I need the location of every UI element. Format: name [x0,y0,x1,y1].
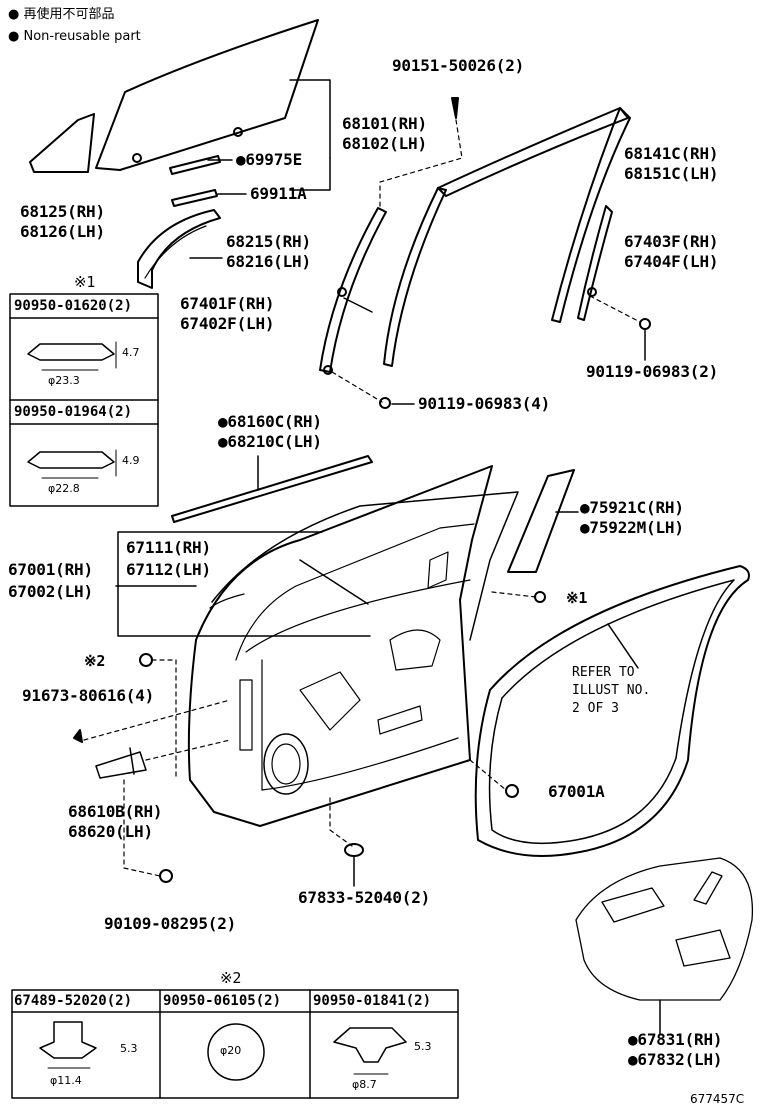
label-67001a: 67001A [548,782,605,801]
left-box-top-diameter: φ23.3 [48,374,80,387]
bottom-box-3-diameter: φ8.7 [352,1078,377,1091]
label-68610b: 68610B(RH) [68,802,163,821]
label-68620: 68620(LH) [68,822,153,841]
label-68160c: ●68160C(RH) [218,412,322,431]
left-box-note: ※1 [74,273,96,291]
bottom-box-1-diameter: φ11.4 [50,1074,82,1087]
bottom-box-1-height: 5.3 [120,1042,138,1055]
rear-run-channel [577,205,613,321]
label-68102: 68102(LH) [342,134,427,153]
front-door-panel [187,465,493,827]
bottom-box-2-diameter: φ20 [220,1044,242,1057]
legend-non-reusable-jp: ● 再使用不可部品 [8,7,115,22]
label-67401f: 67401F(RH) [180,294,275,313]
label-67111: 67111(RH) [126,538,211,557]
illustration-code: 677457C [690,1092,745,1106]
label-69975e: ●69975E [236,150,303,169]
bottom-box-2-part: 90950-06105(2) [163,993,282,1009]
label-68126: 68126(LH) [20,222,105,241]
refer-line-3: 2 OF 3 [572,701,619,716]
left-box-bottom-height: 4.9 [122,454,140,467]
label-67404f: 67404F(LH) [624,252,719,271]
label-67112: 67112(LH) [126,560,211,579]
label-75922m: ●75922M(LH) [580,518,684,537]
channel-strip-lower [171,189,218,207]
bottom-box-3-height: 5.3 [414,1040,432,1053]
refer-line-1: REFER TO [572,665,635,680]
rear-sash-vertical [551,107,631,323]
label-75921c: ●75921C(RH) [580,498,684,517]
bottom-box-note: ※2 [220,969,242,987]
label-68216: 68216(LH) [226,252,311,271]
door-weatherstrip [474,565,750,857]
label-67002: 67002(LH) [8,582,93,601]
note-1-marker: ※1 [566,589,588,607]
label-90151-50026: 90151-50026(2) [392,56,525,75]
label-90119-06983-4: 90119-06983(4) [418,394,551,413]
quarter-glass [29,113,95,173]
label-67403f: 67403F(RH) [624,232,719,251]
left-box-top-height: 4.7 [122,346,140,359]
door-frame-garnish [507,469,575,573]
left-box-top-part: 90950-01620(2) [14,298,133,314]
label-91673-80616: 91673-80616(4) [22,686,155,705]
refer-line-2: ILLUST NO. [572,683,651,698]
label-67001: 67001(RH) [8,560,93,579]
label-68101: 68101(RH) [342,114,427,133]
label-68125: 68125(RH) [20,202,105,221]
door-glass [95,19,319,171]
upper-sash-frame [437,107,629,197]
channel-strip-upper [169,155,221,175]
label-68210c: ●68210C(LH) [218,432,322,451]
clip-detail-box-2 [11,989,459,1099]
left-box-bottom-diameter: φ22.8 [48,482,80,495]
label-67833-52040: 67833-52040(2) [298,888,431,907]
door-frame-sash-front [383,187,447,367]
note-2-marker: ※2 [84,652,106,670]
belt-moulding [171,455,373,523]
service-hole-cover [575,857,754,1001]
left-box-bottom-part: 90950-01964(2) [14,404,133,420]
label-67831: ●67831(RH) [628,1030,723,1049]
label-68215: 68215(RH) [226,232,311,251]
bottom-box-1-part: 67489-52020(2) [14,993,133,1009]
bottom-box-3-part: 90950-01841(2) [313,993,432,1009]
label-68151c: 68151C(LH) [624,164,719,183]
legend-non-reusable-en: ● Non-reusable part [8,29,141,44]
label-67832: ●67832(LH) [628,1050,723,1069]
label-69911a: 69911A [250,184,307,203]
label-67402f: 67402F(LH) [180,314,275,333]
division-bar [137,209,221,289]
front-run-channel [319,207,387,373]
label-90119-06983-2: 90119-06983(2) [586,362,719,381]
label-90109-08295: 90109-08295(2) [104,914,237,933]
label-68141c: 68141C(RH) [624,144,719,163]
